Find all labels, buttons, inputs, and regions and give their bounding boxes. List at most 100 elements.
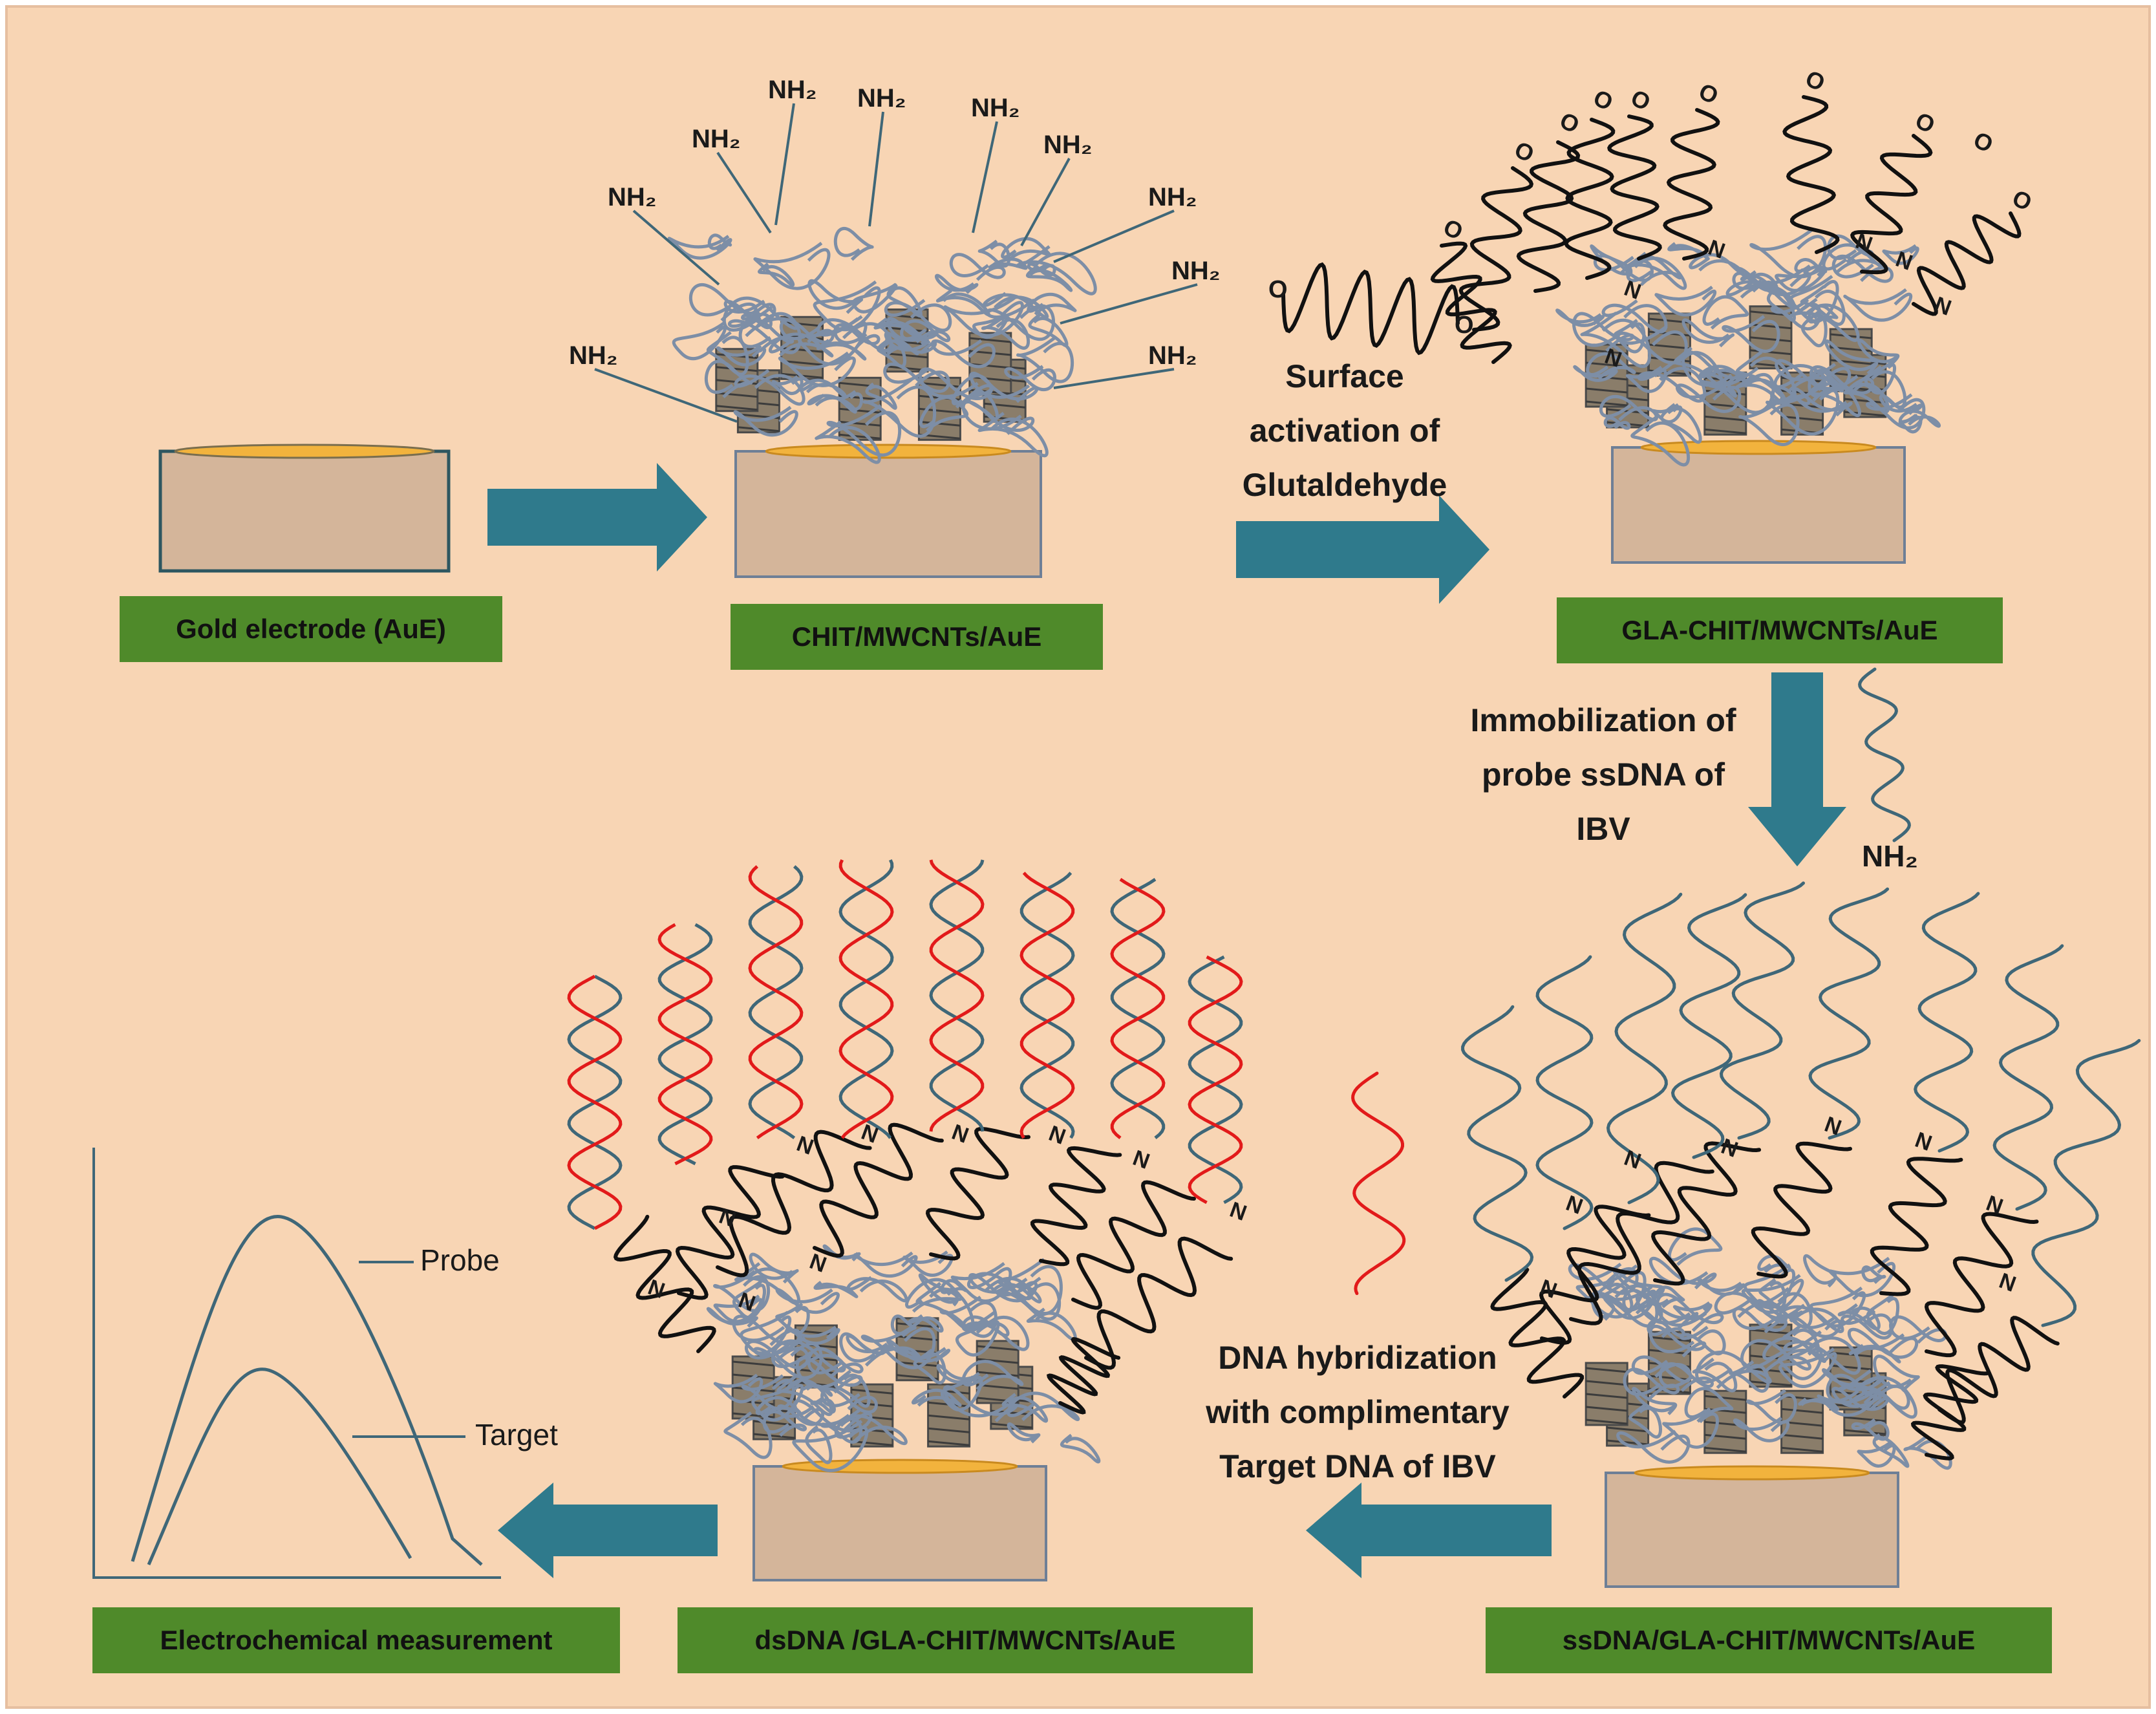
amine-label: NH₂ (971, 94, 1020, 122)
chitosan-strand (820, 1413, 862, 1444)
chitosan-strand (968, 1273, 1038, 1303)
chitosan-strand (734, 369, 806, 406)
mwcnt-tube-ring (969, 337, 1011, 343)
chitosan-strand (1626, 255, 1682, 286)
probe-ssdna (1992, 944, 2064, 1211)
chitosan-strand (1684, 1387, 1734, 1423)
chitosan-strand (672, 321, 727, 361)
chitosan-strand (865, 382, 897, 410)
target-strand (1188, 955, 1243, 1205)
target-strand (929, 859, 985, 1132)
chitosan-strand (1732, 272, 1775, 293)
mwcnt-tube-ring (1704, 1395, 1746, 1401)
target-curve (147, 1367, 412, 1566)
chitosan-strand (996, 1258, 1063, 1315)
chitosan-strand (1807, 304, 1839, 326)
arrow-to-measurement (498, 1483, 718, 1578)
tangle-dsdna (706, 1244, 1101, 1472)
glutaraldehyde-linker (1663, 108, 1720, 261)
chitosan-strand (1601, 299, 1668, 334)
probe-ssdna (1461, 1005, 1534, 1282)
molecular-layers (567, 95, 2141, 1472)
chitosan-strand (1733, 1417, 1790, 1442)
glutaraldehyde-linker (1071, 1180, 1196, 1310)
amine-tether (716, 151, 772, 234)
chitosan-strand (1828, 1256, 1896, 1298)
chitosan-strand (1861, 1265, 1886, 1284)
glutaraldehyde-linker (1046, 1336, 1121, 1415)
step-hybridization-line-2: with complimentary (1206, 1394, 1510, 1430)
chitosan-strand (732, 1314, 802, 1347)
chitosan-strand (988, 257, 1028, 270)
amine-label: NH₂ (1148, 341, 1197, 370)
chitosan-strand (1743, 1263, 1796, 1309)
chitosan-strand (1676, 381, 1742, 413)
free-probe-ssdna (1858, 667, 1911, 842)
chitosan-strand (667, 235, 732, 260)
step-hybridization: DNA hybridization with complimentary Tar… (1164, 1331, 1552, 1494)
arrow-down-to-ssdna (1748, 672, 1846, 866)
mwcnt-tube-ring (1844, 1429, 1886, 1435)
chitosan-strand (1681, 350, 1745, 392)
dsdna-helix (567, 974, 623, 1230)
mwcnt-tube-ring (1781, 415, 1823, 422)
curve-label-probe: Probe (420, 1243, 500, 1277)
mwcnt-tube-ring (1830, 1364, 1872, 1371)
chitosan-strand (1599, 394, 1658, 422)
mwcnt-tube-ring (1704, 415, 1746, 422)
chitosan-strand (1616, 1430, 1691, 1464)
amine-tether (774, 103, 795, 226)
chit-electrode-body (734, 450, 1042, 578)
glutaraldehyde-molecule (1281, 262, 1460, 356)
chitosan-strand (1732, 1307, 1788, 1334)
chitosan-strand (1027, 292, 1077, 316)
glutaraldehyde-linker (1912, 211, 2022, 316)
chitosan-strand (1749, 228, 1828, 279)
step-activation-line-2: activation of (1249, 412, 1440, 449)
chitosan-strand (769, 332, 834, 358)
probe-strand (838, 859, 894, 1139)
chitosan-strand (1775, 265, 1827, 292)
target-strand (567, 974, 623, 1230)
mwcnt-tube-ring (781, 321, 823, 327)
mwcnt-tube-ring (1749, 1367, 1792, 1374)
chitosan-strand (1843, 288, 1913, 322)
probe-strand (1110, 877, 1166, 1139)
chitosan-strand (807, 279, 864, 314)
chitosan-strand (793, 1399, 873, 1433)
chitosan-strand (883, 362, 950, 393)
amine-label: NH₂ (1148, 183, 1197, 211)
chitosan-strand (1692, 1357, 1738, 1393)
chitosan-strand (977, 239, 1011, 268)
chitosan-strand (1843, 378, 1890, 413)
amine-label: NH₂ (608, 183, 657, 211)
chitosan-strand (1027, 262, 1056, 277)
chitosan-strand (985, 298, 1055, 341)
probe-ssdna (2031, 1039, 2141, 1327)
probe-ssdna (1719, 881, 1805, 1140)
chitosan-strand (1623, 252, 1687, 290)
dsdna-helix (929, 859, 985, 1132)
mwcnt-tube-ring (1704, 1446, 1746, 1453)
amine-label: NH₂ (692, 125, 741, 153)
chitosan-strand (807, 1347, 864, 1378)
chitosan-strand (1866, 393, 1926, 430)
chitosan-strand (862, 378, 937, 438)
tangle-gla (1555, 228, 1941, 467)
chitosan-strand (745, 1340, 809, 1369)
chitosan-strand (1631, 1355, 1692, 1383)
chitosan-strand (1698, 365, 1747, 383)
arrow-to-chit (487, 463, 707, 572)
chitosan-strand (776, 1373, 833, 1417)
glutaraldehyde-linker (1850, 134, 1933, 275)
chitosan-strand (846, 1334, 894, 1356)
probe-curve (131, 1215, 483, 1566)
mwcnt-tube-ring (977, 1345, 1019, 1351)
mwcnt-tube-ring (1844, 1416, 1886, 1422)
probe-ssdna (1606, 892, 1683, 1205)
chitosan-strand (741, 1374, 795, 1411)
chitosan-strand (1573, 365, 1618, 382)
chitosan-strand (1873, 1355, 1920, 1393)
flow-arrows (487, 463, 1846, 1578)
chitosan-strand (835, 390, 863, 411)
